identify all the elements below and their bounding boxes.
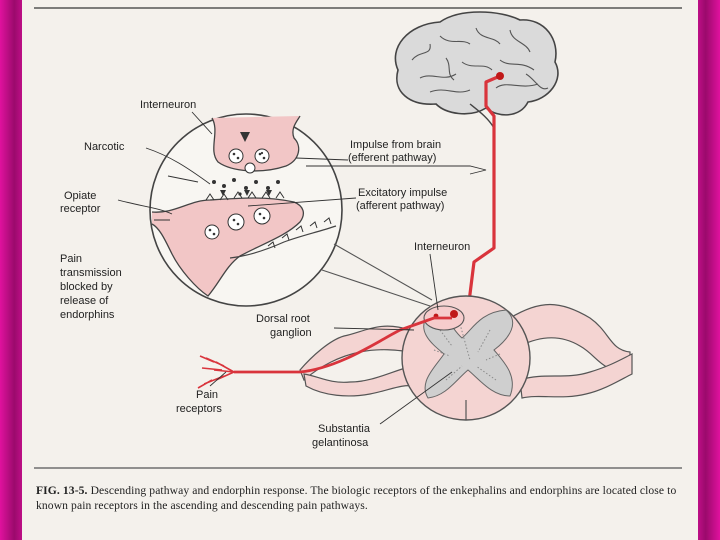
label-impulse-brain-1: Impulse from brain	[350, 139, 441, 151]
label-interneuron-top: Interneuron	[140, 99, 196, 111]
label-pain-blocked-1: Pain	[60, 253, 82, 265]
label-substantia-2: gelantinosa	[312, 437, 369, 449]
label-excitatory-1: Excitatory impulse	[358, 187, 447, 199]
label-pain-blocked-2: transmission	[60, 267, 122, 279]
label-pain-blocked-3: blocked by	[60, 281, 113, 293]
label-narcotic: Narcotic	[84, 141, 125, 153]
label-dorsal-root-1: Dorsal root	[256, 313, 310, 325]
spinal-cord	[299, 295, 633, 421]
label-pain-receptors-1: Pain	[196, 389, 218, 401]
pointer-lines	[117, 111, 487, 425]
label-pain-blocked-5: endorphins	[60, 309, 115, 321]
caption-text: Descending pathway and endorphin respons…	[36, 484, 677, 512]
pain-receptor-endings	[197, 355, 235, 389]
label-excitatory-2: (afferent pathway)	[356, 200, 444, 212]
figure-caption: FIG. 13-5. Descending pathway and endorp…	[36, 484, 688, 513]
label-opiate-receptor-2: receptor	[60, 203, 101, 215]
label-pain-receptors-2: receptors	[176, 403, 222, 415]
diagram: Interneuron Narcotic Opiate receptor Imp…	[34, 7, 682, 469]
magnified-synapse	[149, 113, 433, 307]
label-opiate-receptor-1: Opiate	[64, 190, 96, 202]
label-substantia-1: Substantia	[318, 423, 371, 435]
brain-illustration	[394, 11, 559, 129]
label-impulse-brain-2: (efferent pathway)	[348, 152, 436, 164]
label-interneuron-cord: Interneuron	[414, 241, 470, 253]
figure-page: Interneuron Narcotic Opiate receptor Imp…	[22, 0, 698, 540]
label-pain-blocked-4: release of	[60, 295, 109, 307]
label-dorsal-root-2: ganglion	[270, 327, 312, 339]
figure-number: FIG. 13-5.	[36, 484, 88, 497]
